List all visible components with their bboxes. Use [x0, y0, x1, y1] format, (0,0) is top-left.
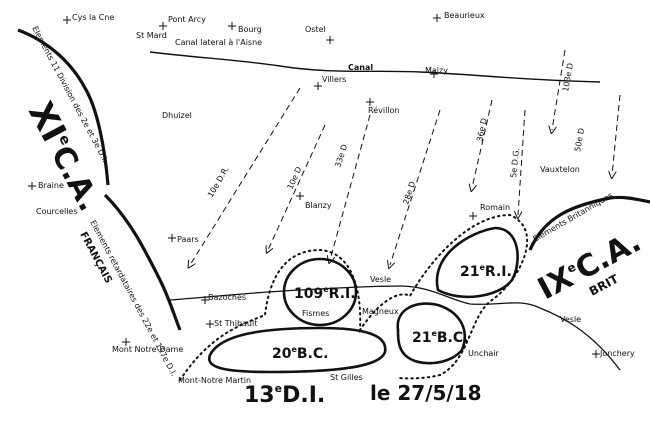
- attack-label: 50e D: [573, 127, 586, 152]
- attack-arrow: [190, 87, 301, 265]
- place-label: Vesle: [370, 275, 391, 284]
- ix-front-line: [528, 195, 650, 251]
- attack-label: 10e D: [286, 165, 304, 190]
- attack-arrow: [330, 114, 371, 260]
- place-label: Unchair: [468, 349, 500, 358]
- place-label: Ostel: [305, 25, 326, 34]
- attack-label: 33e D: [333, 143, 349, 168]
- position-109-ri: [282, 257, 358, 327]
- place-label: Révillon: [368, 105, 400, 115]
- division-109-ri-label: 109eR.I.: [294, 285, 356, 302]
- place-label: Fismes: [302, 309, 329, 318]
- attack-label: 28e D: [401, 180, 417, 205]
- attack-arrow: [552, 49, 566, 130]
- position-21-ri: [435, 226, 519, 299]
- division-21-bc-label: 21eB.C.: [412, 329, 469, 346]
- place-label: Vauxtelon: [540, 165, 580, 174]
- place-label: Jonchery: [599, 349, 635, 358]
- place-label: Cys la Cne: [72, 13, 114, 22]
- side-note: Elements Britanniques: [532, 191, 615, 244]
- vesle-river: [169, 285, 621, 371]
- place-label: Courcelles: [36, 207, 78, 216]
- position-21-bc: [396, 302, 467, 365]
- attack-label: 10e D.R.: [206, 165, 231, 199]
- place-label: Pont Arcy: [168, 15, 206, 24]
- place-label: Beaurieux: [444, 11, 485, 20]
- place-label: Paars: [177, 235, 199, 244]
- attack-arrow: [472, 99, 493, 188]
- xi-front-bottom: [103, 193, 182, 331]
- attack-label: 103e D: [561, 62, 575, 92]
- attack-label: 36e D: [475, 117, 489, 142]
- attack-arrow: [268, 124, 326, 250]
- place-label: St Thibault: [214, 319, 257, 328]
- place-label: Dhuizel: [162, 111, 192, 120]
- map-date: le 27/5/18: [370, 381, 482, 405]
- place-label: Bourg: [238, 25, 262, 34]
- attack-arrow: [390, 109, 441, 265]
- division-boundary: [179, 213, 529, 381]
- attack-arrow: [518, 109, 526, 215]
- place-label: Braine: [38, 181, 64, 190]
- place-label: Mont-Notre Martin: [178, 376, 251, 385]
- place-label: Bazoches: [208, 293, 246, 302]
- xi-front-top: [17, 28, 110, 186]
- place-label: Canal: [348, 63, 373, 72]
- place-label: St Mard: [136, 31, 167, 40]
- place-label: St Gilles: [330, 373, 363, 382]
- position-20-bc: [207, 326, 387, 374]
- division-21-ri-label: 21eR.I.: [460, 263, 512, 280]
- division-20-bc-label: 20eB.C.: [272, 345, 329, 362]
- map-title: 13eD.I.: [244, 382, 325, 408]
- place-label: Romain: [480, 203, 510, 212]
- place-label: Maizy: [425, 66, 448, 75]
- place-label: Magneux: [362, 307, 399, 316]
- attack-arrow: [612, 94, 621, 175]
- place-label: Blanzy: [305, 201, 332, 210]
- attack-label: 5e D.G.: [509, 147, 521, 178]
- place-label: Villers: [322, 75, 346, 84]
- canal-line: [149, 51, 601, 83]
- place-label: Canal lateral à l'Aisne: [175, 38, 262, 47]
- corps-ix-label: IXeC.A.: [532, 224, 646, 307]
- place-label: Mont Notre-Dame: [112, 345, 183, 354]
- place-symbols: [28, 14, 600, 358]
- place-label: Vesle: [560, 315, 581, 324]
